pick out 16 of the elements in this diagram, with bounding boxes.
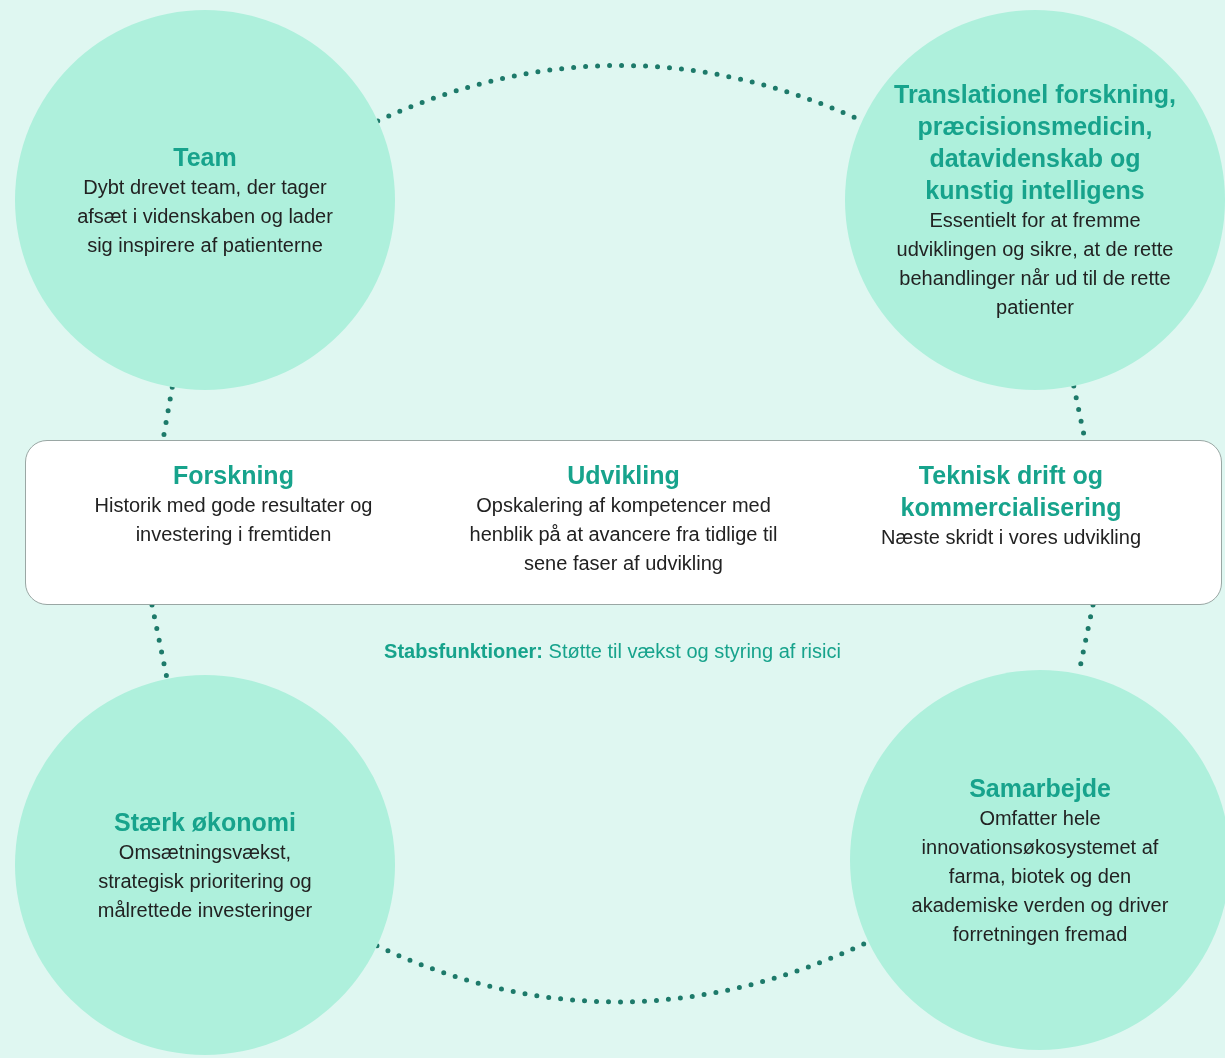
node-heading: Samarbejde [968, 772, 1112, 804]
node-text: Næste skridt i vores udvikling [879, 525, 1143, 550]
node-heading: Udvikling [566, 460, 681, 491]
node-heading: Teknisk drift og kommercialisering [899, 460, 1123, 523]
node-heading: Translationel forskning, præcisionsmedicin, datavidenskab og kunstig intelligens [893, 79, 1177, 206]
node-heading: Team [172, 141, 238, 173]
node-text: Historik med gode resultater og investering i fremtiden [93, 493, 374, 547]
note-text: Stabsfunktioner: Støtte til vækst og styring af risici [384, 640, 841, 663]
node-text: Essentielt for at fremme udviklingen og sikre, at de rette behandlinger når ud til de rette patienter [895, 208, 1175, 320]
node-text: Opskalering af kompetencer med henblik på at avancere fra tidlige til sene faser af udvikling [468, 493, 779, 576]
rounded-panel [25, 440, 1222, 605]
node-heading: Forskning [172, 460, 295, 491]
node-text: Dybt drevet team, der tager afsæt i videnskaben og lader sig inspirere af patienterne [76, 174, 334, 258]
node-heading: Stærk økonomi [113, 806, 297, 838]
node-text: Omsætningsvækst, strategisk prioritering og målrettede investeringer [96, 839, 314, 923]
node-text: Omfatter hele innovationsøkosystemet af farma, biotek og den akademiske verden og driver forretningen fremad [910, 805, 1170, 947]
